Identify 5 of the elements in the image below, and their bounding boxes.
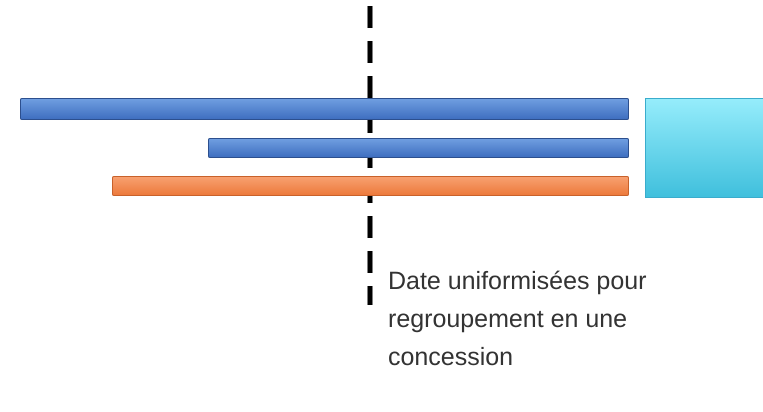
timeline-bar [20,98,629,120]
concession-box [645,98,763,198]
timeline-bar [208,138,629,158]
timeline-bar [112,176,629,196]
annotation-text: Date uniformisées pour regroupement en une concession [388,266,648,373]
